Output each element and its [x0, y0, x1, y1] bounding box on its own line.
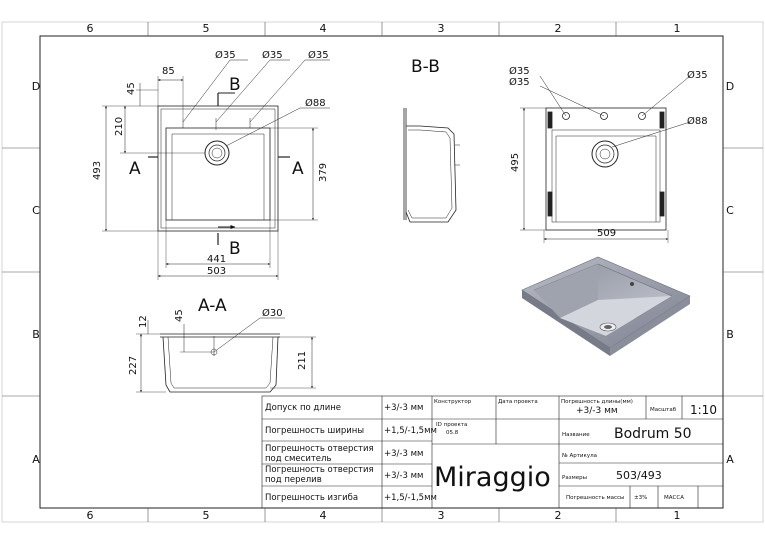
brand-logo-text: Miraggio [434, 462, 551, 493]
top-dia-35-a: Ø35 [215, 49, 236, 61]
grid-col-bottom-4: 4 [320, 509, 327, 522]
scale-value: 1:10 [690, 403, 717, 417]
aa-dim-12: 12 [138, 315, 149, 328]
section-aa-view [136, 317, 316, 393]
tol-label-mixer-hole-2: под смеситель [265, 454, 331, 464]
grid-row-right-a: A [726, 453, 734, 466]
mass-tol-value: ±3% [634, 495, 647, 501]
tol-value-length: +3/-3 мм [384, 403, 423, 413]
title-block [261, 395, 724, 509]
top-dim-379: 379 [318, 163, 329, 182]
section-marker-a-right: A [292, 159, 304, 179]
section-marker-b-bottom: B [229, 239, 241, 259]
top-view [102, 59, 330, 280]
tol-label-width: Погрешность ширины [265, 426, 364, 436]
aa-dim-211: 211 [297, 351, 308, 370]
mass-label: МАССА [664, 495, 684, 501]
aa-dim-227: 227 [128, 356, 139, 375]
sizes-label: Размеры [562, 475, 587, 481]
top-dim-441: 441 [207, 254, 226, 265]
section-bb-view [403, 108, 460, 223]
aa-dia-30: Ø30 [262, 307, 283, 319]
tol-label-overflow-hole-2: под перелив [265, 475, 322, 485]
mass-tol-label: Погрешность массы [566, 495, 624, 501]
tol-value-bend: +1,5/-1,5мм [384, 493, 437, 503]
rear-dia-35-c: Ø35 [687, 69, 708, 81]
aa-dim-45: 45 [174, 309, 185, 322]
length-tol-label: Погрешность длины(мм) [561, 399, 633, 405]
tol-label-bend: Погрешность изгиба [265, 493, 358, 503]
rear-dim-495: 495 [510, 153, 521, 172]
grid-col-top-3: 3 [438, 22, 445, 35]
grid-col-top-6: 6 [87, 22, 94, 35]
grid-col-bottom-1: 1 [674, 509, 681, 522]
grid-col-bottom-5: 5 [203, 509, 210, 522]
top-dim-45: 45 [126, 82, 137, 95]
top-dia-35-b: Ø35 [262, 49, 283, 61]
tol-value-overflow-hole: +3/-3 мм [384, 471, 423, 481]
grid-col-top-4: 4 [320, 22, 327, 35]
top-dim-85: 85 [162, 66, 175, 77]
top-dia-88: Ø88 [305, 97, 326, 109]
rear-dia-35-a: Ø35 [509, 65, 530, 77]
grid-row-right-b: B [726, 328, 734, 341]
tol-label-overflow-hole: Погрешность отверстия [265, 465, 374, 475]
article-label: № Артикула [562, 453, 597, 459]
project-id-value: 05.8 [446, 430, 459, 436]
top-dim-503: 503 [207, 266, 226, 277]
name-label: Название [562, 432, 590, 438]
scale-label: Масштаб [650, 407, 677, 413]
grid-row-left-c: C [32, 204, 40, 217]
top-dim-210: 210 [114, 117, 125, 136]
grid-row-right-d: D [726, 80, 734, 93]
top-dia-35-c: Ø35 [308, 49, 329, 61]
tol-value-width: +1,5/-1,5мм [384, 426, 437, 436]
section-bb-title: B-B [411, 57, 440, 77]
grid-col-bottom-6: 6 [87, 509, 94, 522]
rear-dia-88: Ø88 [687, 115, 708, 127]
grid-row-left-b: B [32, 328, 40, 341]
designer-label: Конструктор [434, 399, 472, 405]
project-date-label: Дата проекта [498, 399, 538, 405]
drawing-frame [1, 21, 764, 523]
grid-col-top-1: 1 [674, 22, 681, 35]
rear-dim-509: 509 [597, 228, 616, 239]
tol-value-mixer-hole: +3/-3 мм [384, 449, 423, 459]
tol-label-mixer-hole: Погрешность отверстия [265, 444, 374, 454]
product-name: Bodrum 50 [614, 426, 692, 442]
top-view-outline [157, 105, 279, 232]
section-marker-a-left: A [129, 159, 141, 179]
grid-col-bottom-2: 2 [555, 509, 562, 522]
length-tol-value: +3/-3 мм [576, 406, 618, 416]
sizes-value: 503/493 [616, 469, 662, 482]
tol-label-length: Допуск по длине [265, 403, 341, 413]
grid-row-left-d: D [32, 80, 40, 93]
top-dim-493: 493 [92, 161, 103, 180]
section-marker-b-top: B [229, 75, 241, 95]
section-aa-title: A-A [198, 296, 227, 316]
grid-col-top-5: 5 [203, 22, 210, 35]
top-view-bowl [165, 127, 271, 221]
sink-3d-render [521, 256, 691, 356]
project-id-label: ID проекта [436, 422, 467, 428]
grid-row-left-a: A [32, 453, 40, 466]
rear-view-outline [545, 107, 667, 231]
grid-row-right-c: C [726, 204, 734, 217]
grid-col-bottom-3: 3 [438, 509, 445, 522]
grid-col-top-2: 2 [555, 22, 562, 35]
rear-view [520, 75, 691, 243]
rear-dia-35-b: Ø35 [509, 76, 530, 88]
